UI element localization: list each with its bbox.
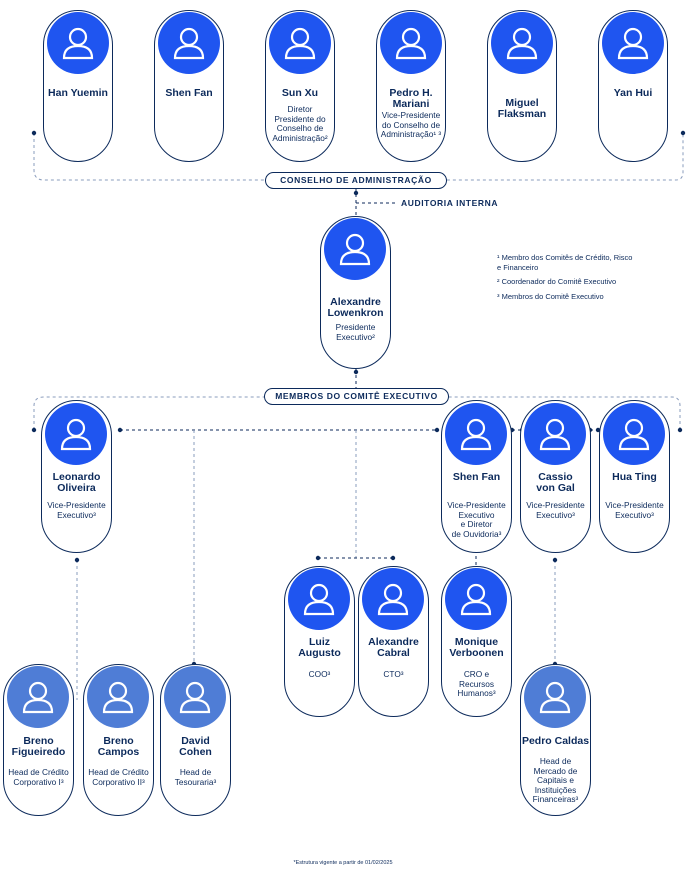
person-icon <box>618 418 650 451</box>
ceo-card: Alexandre Lowenkron Presidente Executivo… <box>320 216 391 369</box>
avatar <box>87 666 149 728</box>
person-icon <box>460 583 492 616</box>
member-role: Head de Crédito Corporativo I³ <box>8 767 69 787</box>
avatar <box>45 403 107 465</box>
member-name: Hua Ting <box>612 471 657 483</box>
member-name: Shen Fan <box>165 87 213 99</box>
member-name: Shen Fan <box>452 471 501 483</box>
avatar <box>324 218 386 280</box>
member-name: Yan Hui <box>613 87 653 99</box>
avatar <box>445 403 507 465</box>
member-role: CRO e Recursos Humanos³ <box>457 669 496 698</box>
exec-member-card: Cassio von Gal Vice-Presidente Executivo… <box>520 400 591 553</box>
member-name: Pedro Caldas <box>521 735 590 747</box>
member-role: Diretor Presidente do Conselho de Admini… <box>272 104 328 143</box>
member-name: Han Yuemin <box>48 87 108 99</box>
member-name: Alexandre Cabral <box>368 636 419 659</box>
member-name: Sun Xu <box>281 87 319 99</box>
avatar <box>603 403 665 465</box>
ceo-role: Presidente Executivo² <box>335 322 376 342</box>
member-name: David Cohen <box>179 735 212 758</box>
member-name: Cassio von Gal <box>536 471 575 494</box>
legend-item: ³ Membros do Comitê Executivo <box>497 291 604 301</box>
member-role: Vice-Presidente Executivo³ <box>47 500 106 520</box>
person-icon <box>377 583 409 616</box>
board-member-card: Han Yuemin <box>43 10 113 162</box>
person-icon <box>539 418 571 451</box>
avatar <box>445 568 507 630</box>
board-member-card: Pedro H. Mariani Vice-Presidente do Cons… <box>376 10 446 162</box>
person-icon <box>303 583 335 616</box>
avatar <box>380 12 442 74</box>
member-name: Leonardo Oliveira <box>52 471 101 494</box>
person-icon <box>60 418 92 451</box>
head-member-card: Breno Campos Head de Crédito Corporativo… <box>83 664 154 816</box>
member-name: Miguel Flaksman <box>497 97 547 120</box>
avatar <box>7 666 69 728</box>
mid-member-card: Luiz Augusto COO³ <box>284 566 355 717</box>
person-icon <box>22 681 54 714</box>
audit-label: AUDITORIA INTERNA <box>401 198 499 208</box>
person-icon <box>395 27 427 60</box>
person-icon <box>460 418 492 451</box>
person-icon <box>617 27 649 60</box>
member-role: Vice-Presidente Executivo³ <box>605 500 664 520</box>
head-member-card: David Cohen Head de Tesouraria³ <box>160 664 231 816</box>
ceo-name: Alexandre Lowenkron <box>327 296 384 319</box>
member-role: Head de Mercado de Capitais e Instituiçõ… <box>532 756 579 804</box>
avatar <box>524 403 586 465</box>
head-member-card: Breno Figueiredo Head de Crédito Corpora… <box>3 664 74 816</box>
member-name: Pedro H. Mariani <box>389 87 433 110</box>
head-member-card: Pedro Caldas Head de Mercado de Capitais… <box>520 664 591 816</box>
member-name: Monique Verboonen <box>449 636 504 659</box>
mid-member-card: Alexandre Cabral CTO³ <box>358 566 429 717</box>
exec-label: MEMBROS DO COMITÊ EXECUTIVO <box>264 388 449 405</box>
avatar <box>164 666 226 728</box>
avatar <box>47 12 109 74</box>
legend-item: ¹ Membro dos Comitês de Crédito, Risco e… <box>497 253 633 272</box>
exec-member-card: Shen Fan Vice-Presidente Executivo e Dir… <box>441 400 512 553</box>
board-label: CONSELHO DE ADMINISTRAÇÃO <box>265 172 447 189</box>
board-member-card: Miguel Flaksman <box>487 10 557 162</box>
avatar <box>602 12 664 74</box>
member-role: COO³ <box>308 669 331 679</box>
avatar <box>524 666 586 728</box>
person-icon <box>179 681 211 714</box>
legend-item: ² Coordenador do Comitê Executivo <box>497 277 617 286</box>
member-name: Luiz Augusto <box>298 636 341 659</box>
person-icon <box>102 681 134 714</box>
exec-member-card: Leonardo Oliveira Vice-Presidente Execut… <box>41 400 112 553</box>
board-member-card: Shen Fan <box>154 10 224 162</box>
avatar <box>362 568 424 630</box>
exec-member-card: Hua Ting Vice-Presidente Executivo³ <box>599 400 670 553</box>
person-icon <box>62 27 94 60</box>
mid-member-card: Monique Verboonen CRO e Recursos Humanos… <box>441 566 512 717</box>
member-name: Breno Figueiredo <box>11 735 66 758</box>
board-member-card: Yan Hui <box>598 10 668 162</box>
person-icon <box>339 233 371 266</box>
person-icon <box>506 27 538 60</box>
member-role: Vice-Presidente Executivo e Diretor de O… <box>447 500 506 539</box>
avatar <box>269 12 331 74</box>
footnote: *Estrutura vigente a partir de 01/02/202… <box>293 860 393 866</box>
person-icon <box>284 27 316 60</box>
avatar <box>158 12 220 74</box>
member-role: Vice-Presidente do Conselho de Administr… <box>380 110 442 139</box>
legend: ¹ Membro dos Comitês de Crédito, Risco e… <box>497 253 632 306</box>
avatar <box>491 12 553 74</box>
member-role: Head de Tesouraria³ <box>174 767 217 787</box>
avatar <box>288 568 350 630</box>
person-icon <box>539 681 571 714</box>
member-role: Vice-Presidente Executivo³ <box>526 500 585 520</box>
person-icon <box>173 27 205 60</box>
member-role: CTO³ <box>383 669 404 679</box>
member-role: Head de Crédito Corporativo II³ <box>88 767 149 787</box>
board-member-card: Sun Xu Diretor Presidente do Conselho de… <box>265 10 335 162</box>
member-name: Breno Campos <box>97 735 140 758</box>
